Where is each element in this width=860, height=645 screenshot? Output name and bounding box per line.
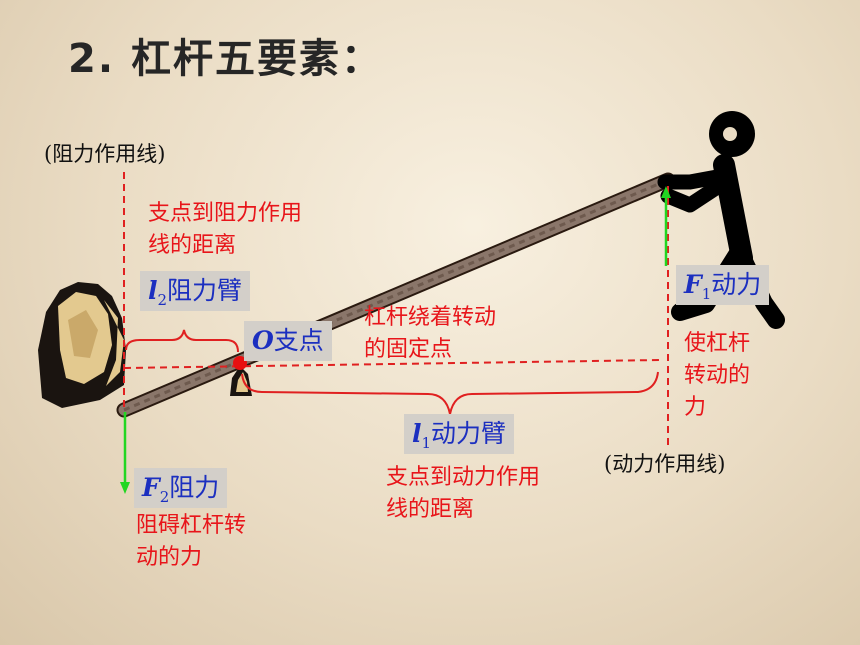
fulcrum-point: [233, 356, 247, 370]
resistance-description: 阻碍杠杆转 动的力: [136, 513, 247, 570]
effort-arm-brace: [241, 371, 659, 415]
fulcrum-label: O支点: [244, 321, 332, 361]
effort-line-label: (动力作用线): [604, 452, 726, 476]
effort-arm-label: l1动力臂: [404, 414, 515, 454]
resistance-arm-description: 支点到阻力作用 线的距离: [148, 201, 303, 258]
rock-icon: [38, 282, 126, 408]
action-lines: [123, 172, 669, 448]
effort-force-arrow: [661, 186, 671, 266]
resistance-arm-brace: [125, 329, 239, 353]
fulcrum-description: 杠杆绕着转动 的固定点: [364, 305, 497, 362]
lever-bar: [116, 172, 676, 418]
fulcrum-stone-icon: [230, 366, 252, 396]
effort-description: 使杠杆 转动的 力: [684, 331, 751, 420]
resistance-arm-label: l2阻力臂: [140, 271, 251, 311]
resistance-label: F2阻力: [134, 468, 228, 508]
effort-arm-description: 支点到动力作用 线的距离: [386, 465, 541, 522]
resistance-line-label: (阻力作用线): [44, 142, 166, 166]
resistance-force-arrow: [120, 412, 130, 494]
effort-label: F1动力: [676, 265, 770, 305]
page-title: 2. 杠杆五要素：: [68, 36, 383, 82]
